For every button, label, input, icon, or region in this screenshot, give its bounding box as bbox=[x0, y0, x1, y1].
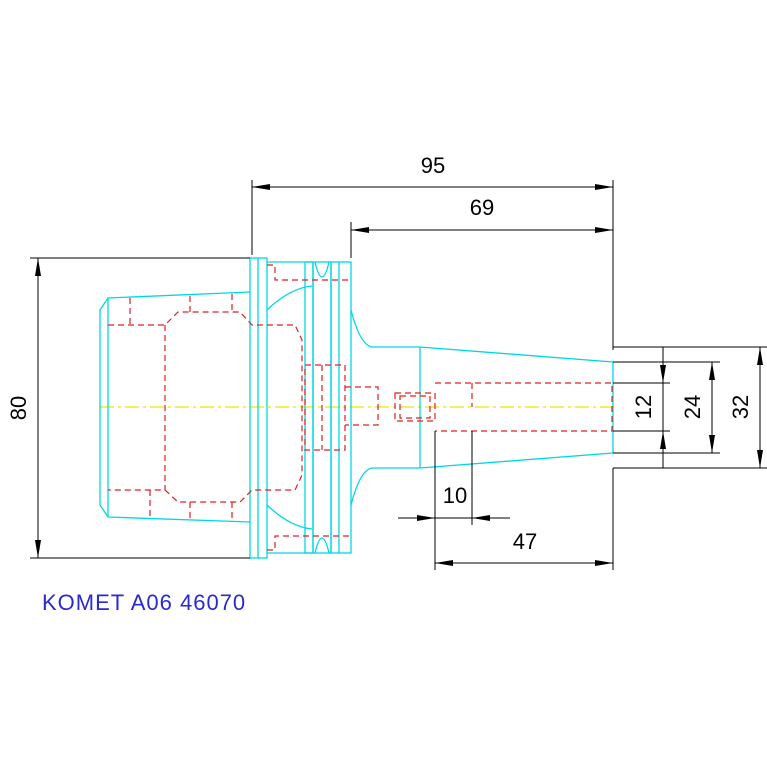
part-number-caption: KOMET A06 46070 bbox=[42, 590, 246, 615]
dimension-arrows bbox=[35, 184, 763, 566]
dim-label-12: 12 bbox=[631, 395, 656, 419]
dimension-lines bbox=[30, 180, 767, 570]
hidden-lines bbox=[108, 264, 613, 551]
dim-label-80: 80 bbox=[6, 396, 31, 420]
dim-label-32: 32 bbox=[728, 395, 753, 419]
dim-label-10: 10 bbox=[443, 483, 467, 508]
dim-label-47: 47 bbox=[513, 529, 537, 554]
dim-label-24: 24 bbox=[680, 395, 705, 419]
dim-label-95: 95 bbox=[421, 153, 445, 178]
part-outline bbox=[99, 257, 614, 559]
dim-label-69: 69 bbox=[470, 195, 494, 220]
